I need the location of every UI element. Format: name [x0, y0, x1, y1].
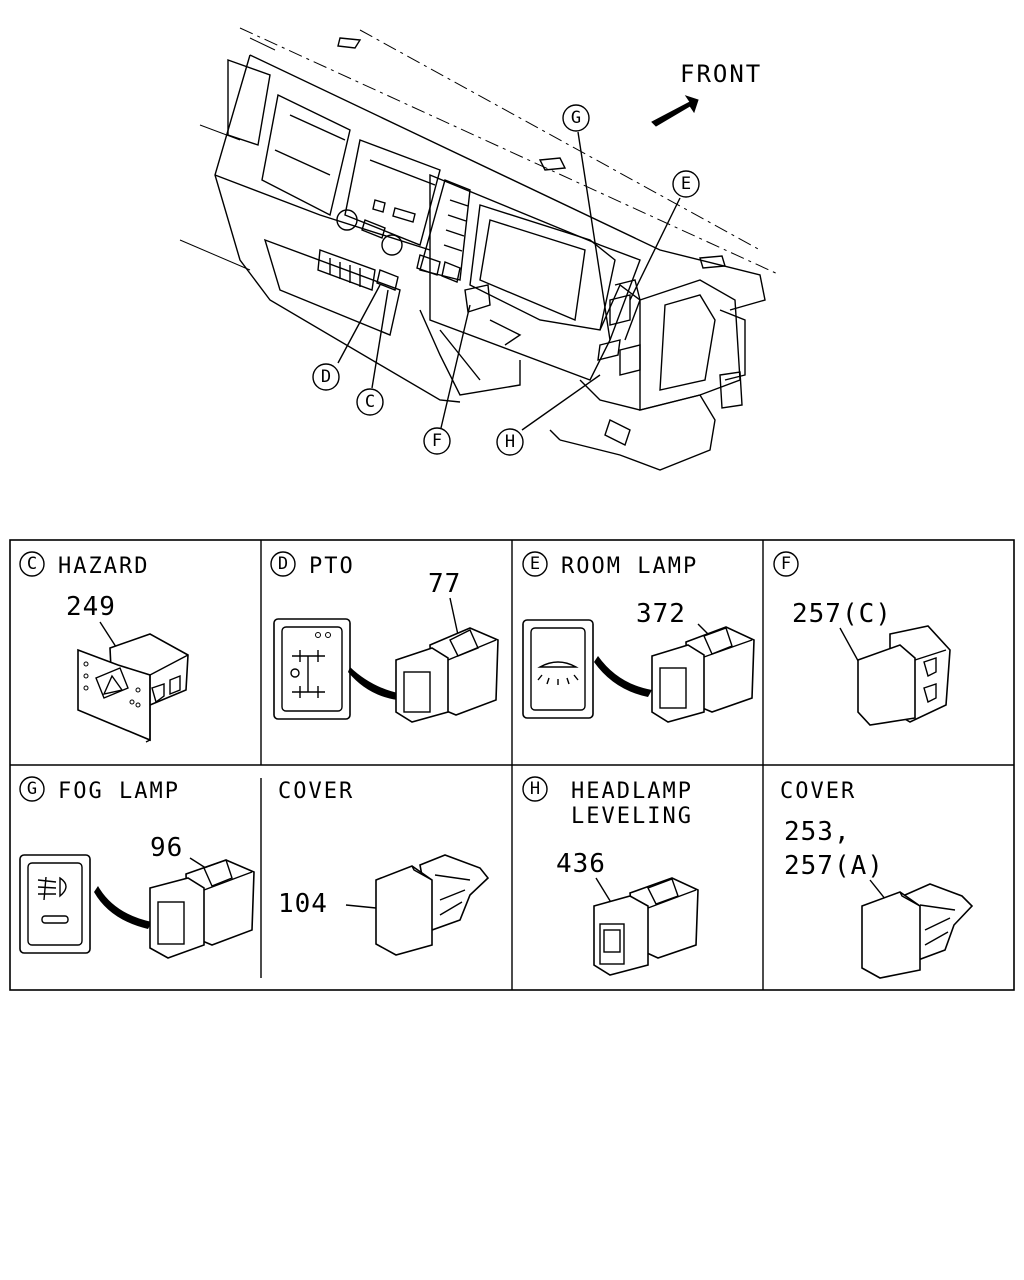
room-lamp-label-plate: [522, 619, 594, 719]
part-number-77: 77: [428, 569, 461, 599]
panel-f-letter: F: [781, 554, 791, 574]
panel-cover-104: COVER 104: [278, 779, 490, 956]
callout-f: F: [423, 427, 451, 455]
panel-cover-253-title: COVER: [780, 779, 856, 804]
callout-h: H: [496, 428, 524, 456]
callout-h-letter: H: [505, 432, 515, 452]
part-number-372: 372: [636, 599, 686, 629]
blank-cover-drawing: [857, 625, 951, 726]
dashboard-overview: [179, 27, 781, 471]
panel-fog-lamp: G FOG LAMP 96: [19, 776, 255, 959]
callout-d: D: [312, 363, 340, 391]
panel-room-lamp: E ROOM LAMP 372: [522, 551, 755, 723]
callout-e: E: [672, 170, 700, 198]
part-number-104: 104: [278, 889, 328, 919]
panel-headlamp-letter: H: [530, 779, 540, 799]
room-lamp-pointer-shape: [594, 656, 652, 697]
panel-f-cover: F 257(C): [773, 551, 951, 726]
callout-e-letter: E: [681, 174, 691, 194]
fog-lamp-pointer-shape: [94, 886, 152, 929]
part-number-257c: 257(C): [792, 599, 892, 629]
callout-f-letter: F: [432, 431, 442, 451]
panel-headlamp-title-line1: HEADLAMP: [571, 779, 693, 804]
callout-g-letter: G: [571, 108, 581, 128]
cover-104-drawing: [375, 854, 490, 956]
panel-pto-title: PTO: [309, 554, 355, 579]
part-number-253: 253,: [784, 817, 851, 847]
panel-fog-lamp-title: FOG LAMP: [58, 779, 180, 804]
callout-c: C: [356, 388, 384, 416]
room-lamp-switch-drawing: [651, 626, 755, 723]
panel-hazard-title: HAZARD: [58, 554, 149, 579]
panel-cover-253-257a: COVER 253, 257(A): [780, 779, 974, 979]
front-label: FRONT: [680, 60, 762, 88]
panel-pto-letter: D: [278, 554, 288, 574]
panel-hazard: C HAZARD 249: [19, 551, 189, 743]
callout-g: G: [562, 104, 590, 132]
fog-lamp-label-plate: [19, 854, 91, 954]
hazard-switch-drawing: [77, 633, 189, 743]
callout-c-letter: C: [365, 392, 375, 412]
callout-d-letter: D: [321, 367, 331, 387]
panel-room-lamp-letter: E: [530, 554, 540, 574]
part-number-257a: 257(A): [784, 851, 884, 881]
parts-table-grid: [9, 539, 1015, 991]
panel-cover-104-title: COVER: [278, 779, 354, 804]
panel-headlamp-leveling: H HEADLAMP LEVELING 436: [522, 776, 699, 976]
part-number-249: 249: [66, 592, 116, 622]
cover-253-drawing: [861, 883, 974, 979]
fog-lamp-switch-drawing: [149, 859, 255, 959]
panel-headlamp-title-line2: LEVELING: [571, 804, 693, 829]
pto-switch-drawing: [395, 627, 499, 723]
panel-hazard-letter: C: [27, 554, 37, 574]
callout-leaders: [337, 131, 681, 431]
pto-pointer-shape: [348, 667, 402, 700]
panel-fog-lamp-letter: G: [27, 779, 37, 799]
part-number-96: 96: [150, 833, 183, 863]
headlamp-leveling-switch-drawing: [593, 877, 699, 976]
part-number-436: 436: [556, 849, 606, 879]
panel-pto: D PTO 77: [270, 551, 499, 723]
pto-label-plate: [273, 618, 351, 720]
panel-room-lamp-title: ROOM LAMP: [561, 554, 698, 579]
